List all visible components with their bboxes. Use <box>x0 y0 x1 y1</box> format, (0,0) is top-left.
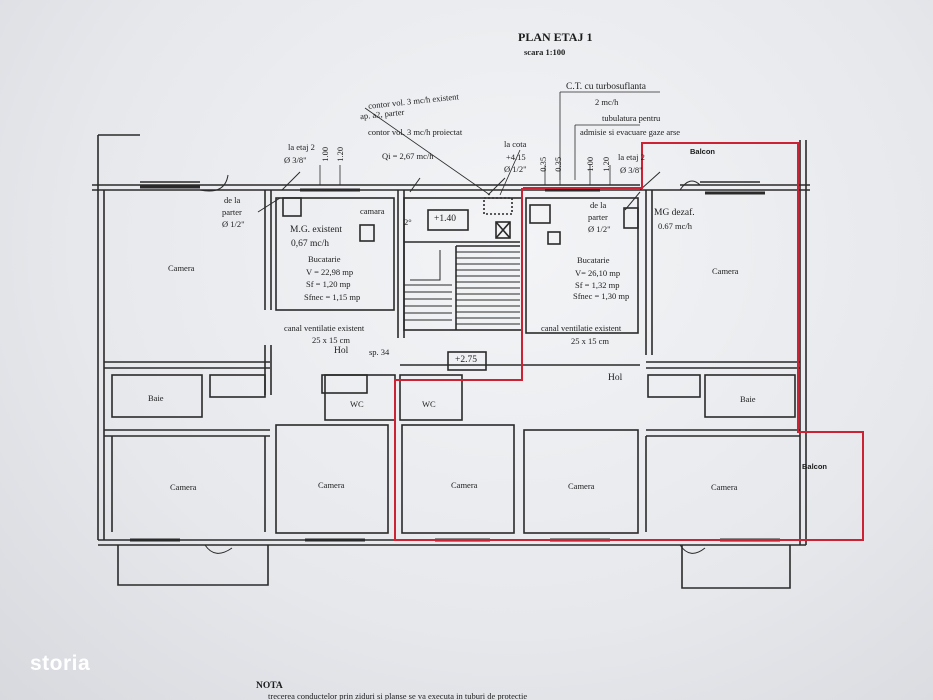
de-la-right: de la <box>590 200 607 210</box>
right-volume: V= 26,10 mp <box>575 268 621 278</box>
cota-value: +4.15 <box>506 152 526 162</box>
right-sfnec: Sfnec = 1,30 mp <box>573 291 630 301</box>
right-sf: Sf = 1,32 mp <box>575 280 620 290</box>
dim-100-left: 1.00 <box>320 146 331 162</box>
contor-proiectat-label: contor vol. 3 mc/h proiectat <box>368 127 463 137</box>
de-la-left: de la <box>224 195 241 205</box>
dim-120-right: 1.20 <box>601 156 612 172</box>
plan-scale: scara 1:100 <box>524 47 566 57</box>
mg-dezaf-label: MG dezaf. <box>654 208 695 218</box>
canal-right: canal ventilatie existent <box>541 323 622 333</box>
camera-bottom-1: Camera <box>170 482 197 492</box>
baie-right: Baie <box>740 394 756 404</box>
la-etaj2-left: la etaj 2 <box>288 142 315 152</box>
pipe-half-cota: Ø 1/2" <box>504 164 527 174</box>
pipe38-left: Ø 3/8" <box>284 155 307 165</box>
camera-bottom-3: Camera <box>451 480 478 490</box>
wc-left: WC <box>350 399 364 409</box>
left-sfnec: Sfnec = 1,15 mp <box>304 292 361 302</box>
nota-heading: NOTA <box>256 681 283 691</box>
plan-title: PLAN ETAJ 1 <box>518 30 593 44</box>
ct-value: 2 mc/h <box>595 97 619 107</box>
camera-bottom-5: Camera <box>711 482 738 492</box>
left-volume: V = 22,98 mp <box>306 267 354 277</box>
bucatarie-right: Bucatarie <box>577 255 610 265</box>
camera-bottom-4: Camera <box>568 481 595 491</box>
angle-label: 2° <box>404 217 412 227</box>
pipe38-right: Ø 3/8" <box>620 165 643 175</box>
tube-label-1: tubulatura pentru <box>602 113 661 123</box>
hol-left: Hol <box>334 346 349 356</box>
ct-label: C.T. cu turbosuflanta <box>566 82 647 92</box>
left-sf: Sf = 1,20 mp <box>306 279 351 289</box>
camara-label: camara <box>360 206 385 216</box>
hol-right: Hol <box>608 373 623 383</box>
pipe-half-right: Ø 1/2" <box>588 224 611 234</box>
nota-text: trecerea conductelor prin ziduri si plan… <box>268 691 528 700</box>
apartment-highlight-outline <box>394 142 864 541</box>
canal-left: canal ventilatie existent <box>284 323 365 333</box>
camera-bottom-2: Camera <box>318 480 345 490</box>
level-140: +1.40 <box>434 214 456 224</box>
bucatarie-left: Bucatarie <box>308 254 341 264</box>
dim-035-b: 0.35 <box>553 156 564 172</box>
dim-035-a: 0.35 <box>538 156 549 172</box>
la-cota-label: la cota <box>504 139 527 149</box>
storia-logo: storia <box>30 652 91 675</box>
parter-left: parter <box>222 207 242 217</box>
mg-existent-flow: 0,67 mc/h <box>291 239 329 249</box>
balcon-top-label: Balcon <box>690 147 716 156</box>
canal-dim-right: 25 x 15 cm <box>571 336 610 346</box>
sp-label: sp. 34 <box>369 347 390 357</box>
balcon-right-label: Balcon <box>802 462 828 471</box>
pipe-half-left: Ø 1/2" <box>222 219 245 229</box>
la-etaj2-right: la etaj 2 <box>618 152 645 162</box>
dim-100-right: 1.00 <box>585 156 596 172</box>
mg-dezaf-flow: 0.67 mc/h <box>658 221 692 231</box>
camera-left-top: Camera <box>168 263 195 273</box>
dim-120-left: 1.20 <box>335 146 346 162</box>
wc-right: WC <box>422 399 436 409</box>
baie-left: Baie <box>148 393 164 403</box>
camera-right-top: Camera <box>712 266 739 276</box>
level-275: +2.75 <box>455 355 477 365</box>
canal-dim-left: 25 x 15 cm <box>312 335 351 345</box>
qi-label: Qi = 2,67 mc/h <box>382 151 434 161</box>
mg-existent-label: M.G. existent <box>290 225 342 235</box>
tube-label-2: admisie si evacuare gaze arse <box>580 127 681 137</box>
parter-right: parter <box>588 212 608 222</box>
